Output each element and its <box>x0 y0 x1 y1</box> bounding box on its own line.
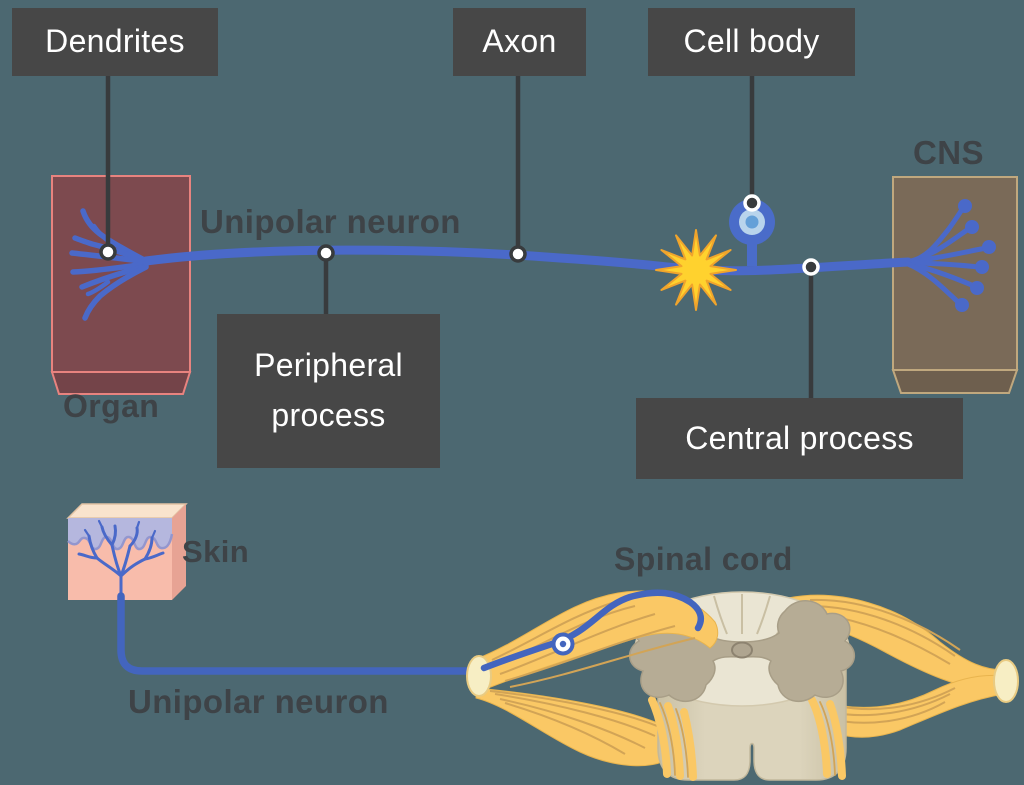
callout-axon: Axon <box>453 8 586 76</box>
skin-top-face <box>66 503 188 519</box>
top-neuron-title: Unipolar neuron <box>200 203 461 240</box>
afferent-fiber <box>117 592 486 675</box>
epidermis-wave-line <box>67 533 174 551</box>
organ-illustration <box>50 175 192 395</box>
peripheral-marker-icon <box>317 244 335 262</box>
callout-dendrites: Dendrites <box>12 8 218 76</box>
left-nerve-cut-end <box>466 655 492 697</box>
ganglion-icon <box>551 632 575 656</box>
spinal-cord-illustration <box>466 589 1019 781</box>
cell-body-nucleus <box>745 215 759 229</box>
left-ventral-streaks <box>489 690 663 755</box>
axon-terminals <box>905 199 996 312</box>
skin-side-face <box>172 504 186 600</box>
central-canal <box>731 641 753 659</box>
callout-peripheral-process-label: Peripheral process <box>254 347 403 433</box>
callout-central-process-label: Central process <box>685 419 914 456</box>
central-marker-icon <box>802 258 820 276</box>
skin-epidermis <box>68 518 172 550</box>
cns-illustration <box>891 176 1019 394</box>
spinal-cord-heading: Spinal cord <box>614 541 793 577</box>
cns-block <box>892 176 1018 371</box>
cell-body-illustration <box>729 199 775 266</box>
axon-fiber <box>141 245 913 276</box>
rootlet-fans <box>648 696 846 781</box>
dorsal-root-fiber <box>480 589 704 672</box>
organ-heading: Organ <box>63 388 160 424</box>
callout-lines <box>105 76 814 400</box>
callout-axon-label: Axon <box>482 23 557 60</box>
callout-cell-body-label: Cell body <box>683 23 820 60</box>
impulse-starburst-icon <box>655 229 737 311</box>
callout-markers <box>99 194 820 276</box>
terminal-boutons <box>955 199 996 312</box>
callout-peripheral-process: Peripheral process <box>217 314 440 468</box>
callout-dendrites-label: Dendrites <box>45 23 185 60</box>
cell-body-marker-icon <box>743 194 761 212</box>
dendrites-marker-icon <box>99 243 117 261</box>
right-nerve-cut-end <box>993 659 1019 703</box>
cns-block-base <box>891 369 1019 394</box>
axon-marker-icon <box>509 245 527 263</box>
skin-illustration <box>66 503 188 600</box>
callout-cell-body: Cell body <box>648 8 855 76</box>
skin-heading: Skin <box>182 534 250 569</box>
bottom-neuron-title: Unipolar neuron <box>128 683 389 720</box>
skin-nerve-endings <box>77 519 165 600</box>
cns-heading: CNS <box>913 134 984 171</box>
callout-central-process: Central process <box>636 398 963 479</box>
